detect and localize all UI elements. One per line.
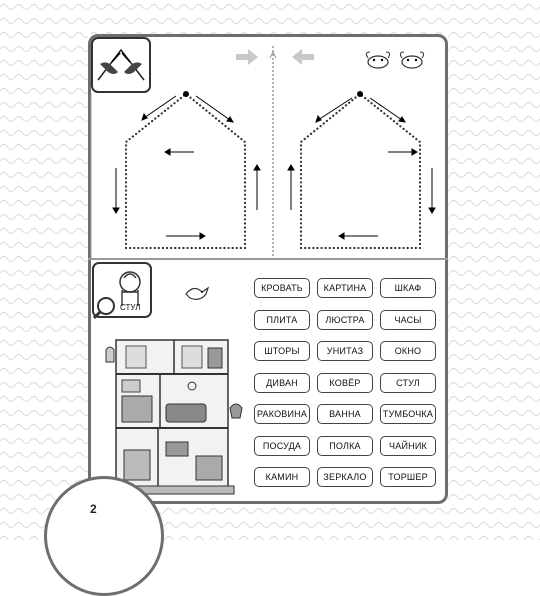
page-number: 2 xyxy=(90,502,97,516)
word-tile[interactable]: УНИТАЗ xyxy=(317,341,373,361)
dollhouse-illustration xyxy=(105,339,243,495)
word-tile[interactable]: ЧАСЫ xyxy=(380,309,436,330)
hands-drawing-icon xyxy=(91,37,151,93)
word-tile[interactable]: КРОВАТЬ xyxy=(254,278,310,298)
word-tile[interactable]: ОКНО xyxy=(380,341,436,361)
direction-arrows-left xyxy=(112,95,261,240)
arrow-left-icon xyxy=(292,49,314,65)
dotted-house-right xyxy=(299,92,422,250)
word-tile[interactable]: ЧАЙНИК xyxy=(380,435,436,456)
word-tile[interactable]: КОВЁР xyxy=(317,372,373,393)
page-number-badge xyxy=(44,476,164,596)
word-tile[interactable]: ЗЕРКАЛО xyxy=(317,467,373,487)
word-tile[interactable]: КАМИН xyxy=(254,467,310,487)
word-tile[interactable]: ПЛИТА xyxy=(254,309,310,330)
bird-icon xyxy=(185,286,210,300)
word-tile-grid: КРОВАТЬ КАРТИНА ШКАФ ПЛИТА ЛЮСТРА ЧАСЫ Ш… xyxy=(254,278,436,490)
word-tile[interactable]: РАКОВИНА xyxy=(254,404,310,424)
word-tile[interactable]: ВАННА xyxy=(317,404,373,424)
word-tile[interactable]: ТУМБОЧКА xyxy=(380,404,436,424)
word-tile[interactable]: КАРТИНА xyxy=(317,278,373,298)
wavy-background-pattern xyxy=(0,0,540,540)
word-tile[interactable]: ПОСУДА xyxy=(254,435,310,456)
panel-divider xyxy=(88,258,448,260)
arrow-right-icon xyxy=(236,49,258,65)
house-tracing-panel xyxy=(90,37,436,258)
word-tile[interactable]: ДИВАН xyxy=(254,372,310,393)
birds-icon xyxy=(365,51,425,69)
word-tile[interactable]: ШКАФ xyxy=(380,278,436,298)
example-word-label: СТУЛ xyxy=(120,303,141,312)
chair-magnifier-icon xyxy=(92,262,152,320)
word-tile[interactable]: ПОЛКА xyxy=(317,435,373,456)
word-tile[interactable]: ЛЮСТРА xyxy=(317,309,373,330)
word-tile[interactable]: ТОРШЕР xyxy=(380,467,436,487)
dotted-house-left xyxy=(124,92,247,250)
word-tile[interactable]: СТУЛ xyxy=(380,372,436,393)
word-tile[interactable]: ШТОРЫ xyxy=(254,341,310,361)
direction-arrows-right xyxy=(287,97,436,240)
